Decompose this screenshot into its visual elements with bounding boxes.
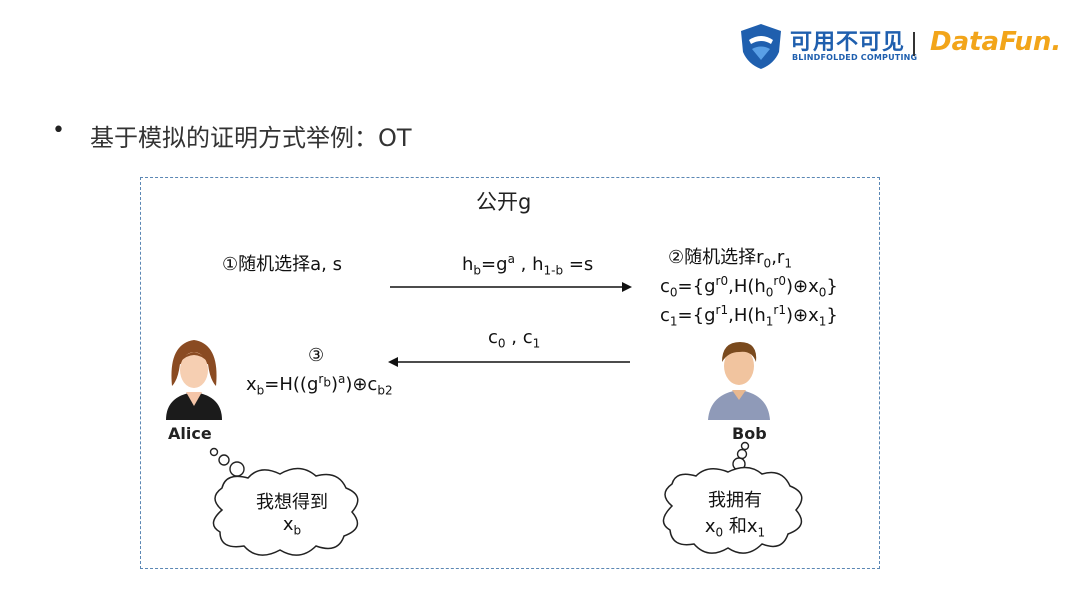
public-label: 公开g: [476, 190, 532, 214]
arrow-to-alice: [388, 357, 630, 367]
alice-step3-formula: xb=H((grb)a)⊕cb2: [246, 372, 393, 398]
alice-name: Alice: [168, 424, 212, 443]
bob-avatar: [708, 342, 770, 420]
step2-circle: ②: [668, 247, 685, 268]
alice-thought-text: 我想得到 xb: [232, 488, 352, 538]
bob-c1-formula: c1={gr1,H(h1r1)⊕x1}: [660, 303, 838, 329]
logo-divider: [913, 32, 915, 56]
step1-text: 随机选择a, s: [238, 254, 342, 275]
bob-name: Bob: [732, 424, 767, 443]
step2-text: 随机选择: [684, 247, 757, 268]
datafun-logo: DataFun.: [930, 27, 1062, 57]
message1-label: hb=ga , h1-b =s: [462, 252, 594, 278]
alice-thought-line2: xb: [282, 514, 302, 538]
bullet-marker: •: [52, 118, 65, 143]
bob-thought-line2: x0 和x1: [704, 516, 766, 540]
bob-thought-line1: 我拥有: [708, 490, 762, 511]
blindfolded-computing-logo-icon: [741, 24, 781, 69]
alice-step1: ①随机选择a, s: [222, 250, 342, 276]
logo-subtitle: BLINDFOLDED COMPUTING: [792, 53, 918, 62]
message2-label: c0 , c1: [488, 327, 541, 351]
alice-step3-circle: ③: [308, 345, 325, 366]
arrow-to-bob: [390, 282, 632, 292]
bob-thought-and: 和: [728, 516, 747, 537]
slide-heading: 基于模拟的证明方式举例：OT: [90, 124, 412, 152]
logo-title: 可用不可见: [790, 30, 906, 55]
bob-thought-cloud: [662, 441, 803, 554]
alice-avatar: [166, 340, 222, 420]
alice-thought-line1: 我想得到: [256, 492, 328, 513]
alice-thought-cloud: [209, 447, 359, 556]
bob-step2: ②随机选择r0,r1: [668, 247, 792, 271]
bob-thought-text: 我拥有 x0 和x1: [676, 486, 794, 540]
step1-circle: ①: [222, 254, 239, 275]
bob-c0-formula: c0={gr0,H(h0r0)⊕x0}: [660, 274, 838, 300]
diagram-frame: [140, 177, 880, 569]
